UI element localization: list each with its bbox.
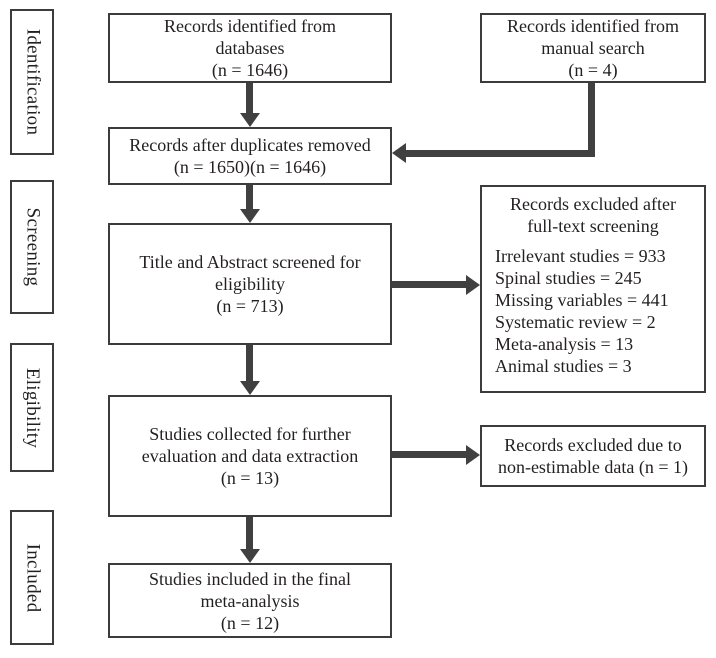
box-studies-collected-text: Studies collected for further evaluation… (141, 424, 359, 488)
box-excluded-nonestimable-text: Records excluded due to non-estimable da… (497, 435, 689, 477)
box-excluded-fulltext-items: Irrelevant studies = 933 Spinal studies … (495, 246, 669, 376)
arrow-manual-to-duplicates-vertical-shaft (588, 83, 595, 154)
box-included-final: Studies included in the final meta-analy… (108, 563, 392, 638)
stage-identification-label: Identification (22, 28, 43, 136)
arrow-screened-to-collected-shaft (246, 345, 253, 382)
box-records-identified-manual: Records identified from manual search (n… (480, 13, 706, 83)
box-excluded-fulltext: Records excluded after full-text screeni… (480, 185, 706, 393)
stage-included: Included (10, 510, 54, 645)
arrow-collected-to-included-shaft (246, 517, 253, 549)
box-duplicates-removed: Records after duplicates removed (n = 16… (108, 127, 392, 185)
stage-identification: Identification (10, 9, 54, 155)
stage-screening-label: Screening (22, 207, 43, 287)
box-title-abstract-screened-text: Title and Abstract screened for eligibil… (139, 252, 361, 316)
arrow-duplicates-to-screened-head (240, 209, 260, 223)
arrow-manual-to-duplicates-head (392, 143, 406, 163)
arrow-collected-to-nonestimable-head (466, 445, 480, 465)
box-duplicates-removed-text: Records after duplicates removed (n = 16… (129, 135, 371, 177)
box-studies-collected: Studies collected for further evaluation… (108, 395, 392, 517)
stage-included-label: Included (22, 543, 43, 612)
stage-eligibility-label: Eligibility (22, 367, 44, 448)
box-excluded-nonestimable: Records excluded due to non-estimable da… (480, 425, 706, 487)
arrow-duplicates-to-screened-shaft (246, 185, 253, 209)
arrow-collected-to-nonestimable-shaft (392, 451, 466, 458)
box-records-identified-databases-text: Records identified from databases (n = 1… (164, 16, 336, 80)
box-records-identified-manual-text: Records identified from manual search (n… (507, 16, 679, 80)
box-included-final-text: Studies included in the final meta-analy… (149, 568, 351, 633)
stage-screening: Screening (10, 180, 54, 314)
arrow-screened-to-excluded-head (466, 275, 480, 295)
arrow-collected-to-included-head (240, 549, 260, 563)
arrow-screened-to-excluded-shaft (392, 281, 466, 288)
arrow-manual-to-duplicates-horizontal-shaft (406, 150, 595, 157)
stage-eligibility: Eligibility (10, 343, 54, 472)
box-records-identified-databases: Records identified from databases (n = 1… (108, 13, 392, 83)
arrow-databases-to-duplicates-shaft (246, 83, 253, 114)
box-excluded-fulltext-title: Records excluded after full-text screeni… (510, 194, 676, 236)
arrow-databases-to-duplicates-head (240, 113, 260, 127)
arrow-screened-to-collected-head (240, 381, 260, 395)
box-title-abstract-screened: Title and Abstract screened for eligibil… (108, 223, 392, 345)
